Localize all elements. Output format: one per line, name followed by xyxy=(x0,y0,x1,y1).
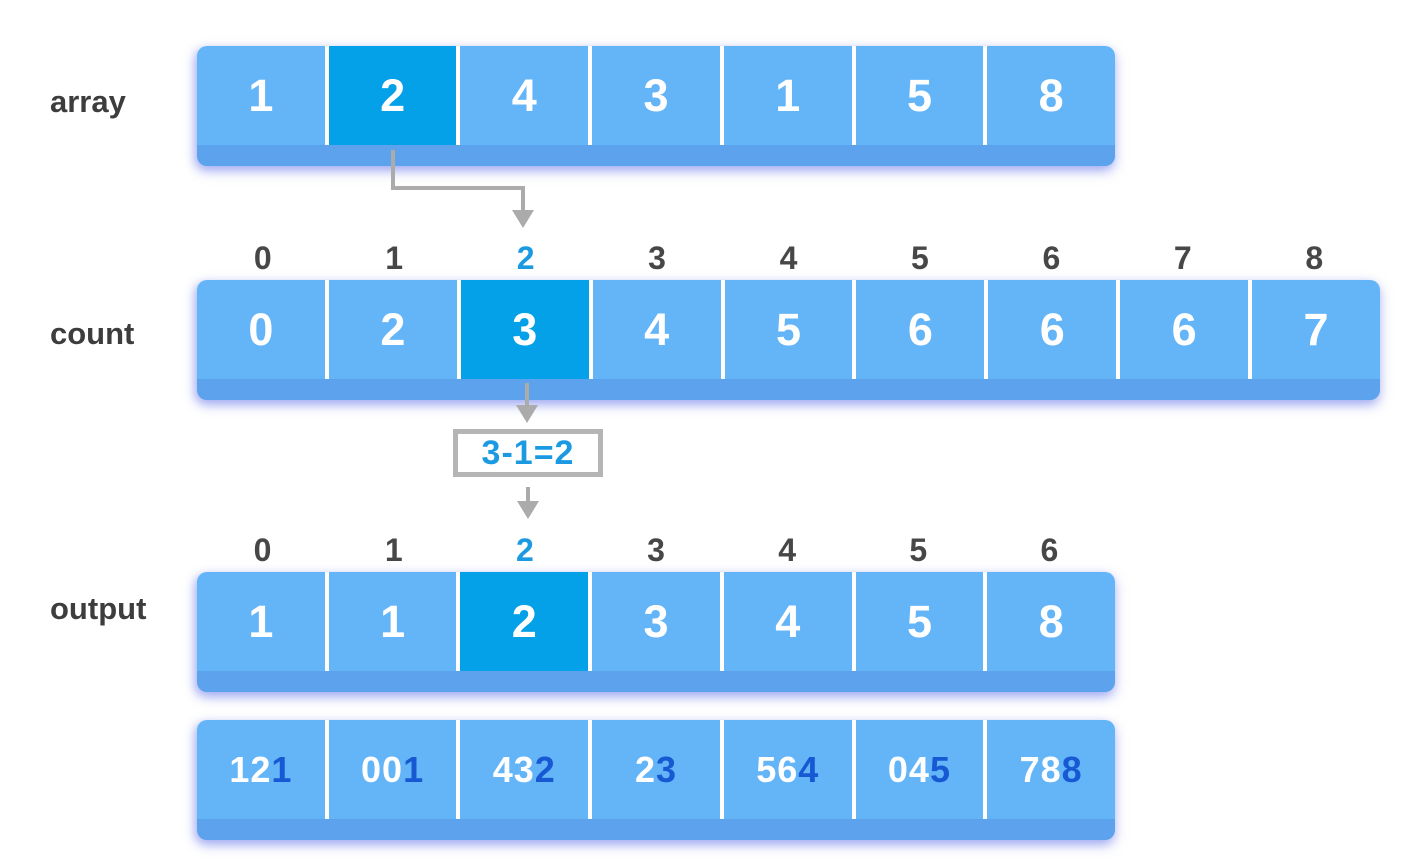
array-bar: 1 2 4 3 1 5 8 xyxy=(197,46,1115,166)
digit-ones-place: 2 xyxy=(534,748,556,790)
count-index: 6 xyxy=(1042,240,1061,276)
count-cell: 7 xyxy=(1303,303,1329,355)
digit-prefix: 2 xyxy=(634,748,657,790)
count-index: 1 xyxy=(385,240,404,276)
count-row-label: count xyxy=(50,316,135,351)
output-cell: 8 xyxy=(1038,595,1064,647)
digits-bar-base xyxy=(197,819,1115,840)
output-index: 0 xyxy=(253,532,272,568)
digit-prefix: 04 xyxy=(887,748,930,790)
count-index: 8 xyxy=(1305,240,1324,276)
array-bar-base xyxy=(197,145,1115,166)
array-cells: 1 2 4 3 1 5 8 xyxy=(197,46,1115,145)
count-cell: 4 xyxy=(593,280,725,379)
array-cell-highlighted: 2 xyxy=(328,46,461,145)
digit-ones-place: 1 xyxy=(403,748,425,790)
digit-ones-place: 4 xyxy=(798,748,820,790)
output-index: 1 xyxy=(384,532,403,568)
output-bar-base xyxy=(197,671,1115,692)
output-cells: 1 1 2 3 4 5 8 xyxy=(197,572,1115,671)
arrow-array-to-count-segment xyxy=(391,186,525,190)
array-row-label: array xyxy=(50,84,126,119)
count-bar: 0 2 3 4 5 6 6 6 7 xyxy=(197,280,1380,400)
output-bar: 1 1 2 3 4 5 8 xyxy=(197,572,1115,692)
count-cell: 6 xyxy=(988,280,1121,379)
digit-prefix: 43 xyxy=(492,748,535,790)
digit-prefix: 00 xyxy=(361,748,404,790)
count-index: 7 xyxy=(1173,240,1192,276)
array-cell: 1 xyxy=(724,46,856,145)
count-cell: 0 xyxy=(197,280,329,379)
count-cells: 0 2 3 4 5 6 6 6 7 xyxy=(197,280,1380,379)
digit-ones-place: 8 xyxy=(1061,748,1083,790)
count-cell: 6 xyxy=(856,280,989,379)
digit-prefix: 78 xyxy=(1019,748,1062,790)
count-index: 4 xyxy=(779,240,798,276)
array-cell: 8 xyxy=(1038,69,1064,121)
output-cell: 5 xyxy=(856,572,988,671)
arrow-down-icon xyxy=(512,210,534,228)
array-cell: 3 xyxy=(592,46,724,145)
count-cell: 6 xyxy=(1120,280,1253,379)
digit-ones-place: 1 xyxy=(271,748,293,790)
arrow-down-icon xyxy=(516,405,538,423)
array-cell: 5 xyxy=(856,46,988,145)
output-index-highlighted: 2 xyxy=(515,532,534,568)
count-index: 0 xyxy=(253,240,272,276)
digit-prefix: 56 xyxy=(756,748,799,790)
count-index-row: 0 1 2 3 4 5 6 7 8 xyxy=(197,240,1380,277)
count-cell: 5 xyxy=(725,280,857,379)
array-cell: 4 xyxy=(460,46,593,145)
operation-box: 3-1=2 xyxy=(453,429,603,477)
count-cell-highlighted: 3 xyxy=(460,280,593,379)
output-cell: 3 xyxy=(592,572,724,671)
digit-ones-place: 3 xyxy=(656,748,678,790)
digit-prefix: 12 xyxy=(229,748,272,790)
count-index: 5 xyxy=(911,240,929,276)
count-cell: 2 xyxy=(329,280,461,379)
output-index: 5 xyxy=(909,532,928,568)
arrow-down-icon xyxy=(517,501,539,519)
output-index: 4 xyxy=(778,532,797,568)
count-index: 3 xyxy=(648,240,666,276)
output-cell: 4 xyxy=(724,572,856,671)
array-cell: 1 xyxy=(197,46,329,145)
arrow-count-to-box-segment xyxy=(525,383,529,407)
output-index: 6 xyxy=(1040,532,1059,568)
output-row-label: output xyxy=(50,591,147,626)
arrow-array-to-count-segment xyxy=(391,150,395,190)
output-index: 3 xyxy=(647,532,665,568)
output-cell: 1 xyxy=(197,572,329,671)
arrow-box-to-output-segment xyxy=(526,487,530,503)
output-index-row: 0 1 2 3 4 5 6 xyxy=(197,532,1115,569)
arrow-array-to-count-segment xyxy=(521,186,525,212)
output-cell: 1 xyxy=(329,572,461,671)
digit-ones-place: 5 xyxy=(929,748,951,790)
count-index-highlighted: 2 xyxy=(516,240,535,276)
count-bar-base xyxy=(197,379,1380,400)
output-cell-highlighted: 2 xyxy=(460,572,593,671)
